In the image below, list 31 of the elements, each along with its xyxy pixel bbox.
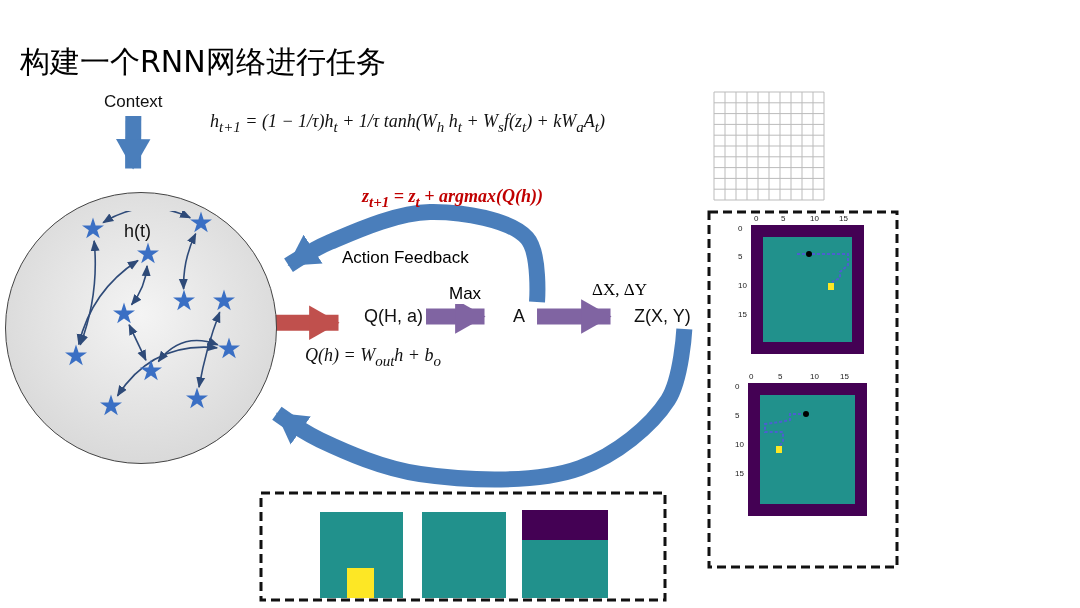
block-arrow [274,305,340,340]
axis-tick-label: 5 [778,372,783,381]
node-label: Q(H, a) [364,306,423,327]
axis-tick-label: 15 [735,469,744,478]
block-arrow [272,328,693,488]
formula-text: z$_{t+1}$ = z$_{t}$ + argmax(Q(h)) [362,186,543,211]
axis-tick-label: 10 [735,440,744,449]
block-arrow [537,299,612,334]
edge-label: Max [447,284,484,304]
node-label: Context [104,92,163,112]
axis-tick-label: 10 [810,214,819,223]
axis-tick-label: 10 [810,372,819,381]
axis-tick-label: 0 [749,372,754,381]
axis-tick-label: 0 [735,382,740,391]
block-arrow [116,115,151,170]
axis-tick-label: 0 [738,224,743,233]
node-label: h(t) [124,221,151,242]
formula-text: Q(h) = W$_{out}$h + b$_{o}$ [305,345,441,370]
node-label: A [513,306,525,327]
axis-tick-label: 0 [754,214,759,223]
axis-tick-label: 15 [840,372,849,381]
axis-tick-label: 15 [738,310,747,319]
axis-tick-label: 5 [781,214,786,223]
node-label: Z(X, Y) [634,306,691,327]
axis-tick-label: 15 [839,214,848,223]
formula-text: h$_{t+1}$ = (1 − 1/τ)h$_{t}$ + 1/τ tanh(W$_{h}$ h$_{t}$ + W$_{s}$f(z$_{t}$) + kW$_{a}$A$_{t}$) [210,111,605,136]
axis-tick-label: 5 [735,411,740,420]
axis-tick-label: 10 [738,281,747,290]
block-arrow [284,204,546,303]
axis-tick-label: 5 [738,252,743,261]
page-title: 构建一个RNN网络进行任务 [20,43,386,81]
